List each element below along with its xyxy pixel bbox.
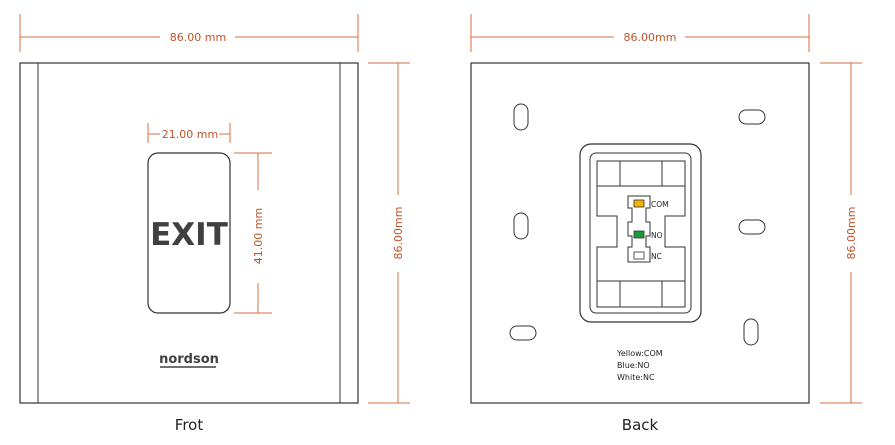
no-terminal-label: NO (651, 231, 663, 240)
mounting-slot-mid-left (513, 212, 529, 240)
back-view: 86.00mm (470, 14, 862, 434)
front-caption: Frot (175, 416, 204, 434)
button-width-label: 21.00 mm (162, 128, 218, 141)
front-height-label: 86.00mm (392, 207, 405, 260)
nc-terminal-marker (633, 251, 645, 260)
wiring-legend-line: White:NC (617, 373, 655, 382)
wiring-legend-line: Blue:NO (617, 361, 650, 370)
wiring-legend: Yellow:COM Blue:NO White:NC (616, 349, 663, 382)
brand-logo: nordson (159, 352, 219, 368)
front-height-dimension: 86.00mm (368, 62, 410, 404)
front-view: 86.00 mm 21.00 mm EXIT 41.00 mm nordson (19, 14, 410, 434)
terminal-strip (627, 195, 651, 263)
button-height-label: 41.00 mm (252, 208, 265, 264)
terminal-com: COM (633, 199, 669, 209)
back-height-label: 86.00mm (845, 207, 858, 260)
front-width-dimension: 86.00 mm (19, 14, 359, 52)
mounting-slot-bottom-left (509, 325, 537, 341)
exit-button (147, 152, 231, 314)
back-width-dimension: 86.00mm (470, 14, 810, 52)
no-terminal-marker (633, 230, 645, 239)
back-height-dimension: 86.00mm (820, 62, 862, 404)
back-plate (470, 62, 810, 404)
switch-housing-inner (589, 152, 692, 314)
mounting-slot-top-right (738, 109, 766, 125)
terminal-no: NO (633, 230, 663, 240)
com-terminal-label: COM (651, 200, 669, 209)
mounting-slot-top-left (513, 103, 529, 131)
com-terminal-marker (633, 199, 645, 208)
front-plate (19, 62, 359, 404)
switch-body (596, 160, 686, 308)
front-width-label: 86.00 mm (170, 31, 226, 44)
mounting-slot-mid-right (738, 219, 766, 235)
exit-button-label: EXIT (150, 217, 228, 253)
switch-housing (579, 143, 702, 323)
button-width-dimension: 21.00 mm (147, 123, 231, 143)
wiring-legend-line: Yellow:COM (616, 349, 663, 358)
back-caption: Back (622, 416, 659, 434)
brand-logo-text: nordson (159, 352, 219, 367)
back-width-label: 86.00mm (624, 31, 677, 44)
nc-terminal-label: NC (651, 252, 662, 261)
button-height-dimension: 41.00 mm (234, 152, 272, 314)
mounting-slots (509, 103, 766, 346)
mounting-slot-bottom-right (743, 318, 759, 346)
terminal-nc: NC (633, 251, 662, 261)
switch-housing-outer (579, 143, 702, 323)
